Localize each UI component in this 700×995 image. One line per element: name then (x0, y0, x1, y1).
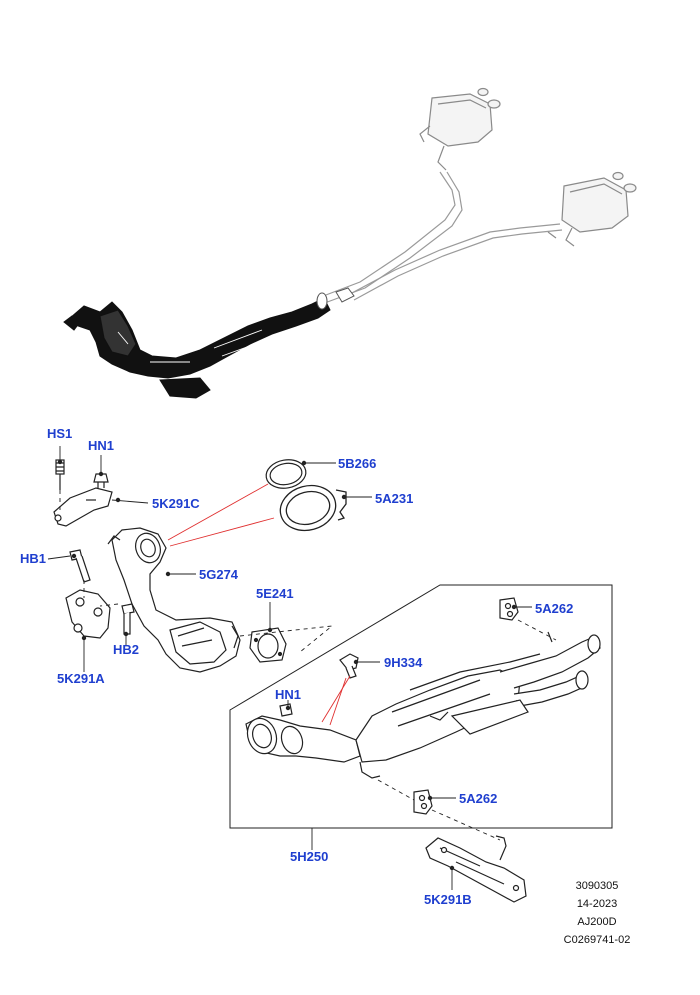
isolator-5a262-bottom (413, 789, 433, 815)
gasket-5e241 (249, 627, 287, 663)
front-section-detail (117, 329, 273, 363)
callout-5e241[interactable]: 5E241 (256, 586, 294, 601)
callout-5k291a[interactable]: 5K291A (57, 671, 105, 686)
rear-pipes-ghost (317, 171, 563, 305)
exhaust-system-overview (63, 87, 637, 399)
leader-dots (57, 459, 517, 871)
callout-hb2[interactable]: HB2 (113, 642, 140, 657)
callout-hs1[interactable]: HS1 (47, 426, 73, 441)
reference-line-3: AJ200D (577, 916, 617, 928)
rear-silencer-left (419, 87, 501, 171)
callout-5g274[interactable]: 5G274 (199, 567, 239, 582)
callout-5k291b[interactable]: 5K291B (424, 892, 472, 907)
callout-5a262-bottom[interactable]: 5A262 (459, 791, 498, 806)
clamp-5a231 (279, 484, 347, 532)
main-pipe-5h250 (245, 631, 601, 779)
nut-hn1-mid (279, 703, 293, 717)
reference-line-1: 3090305 (575, 880, 619, 892)
callout-5k291c[interactable]: 5K291C (152, 496, 200, 511)
rear-silencer-right (547, 171, 637, 247)
callout-9h334[interactable]: 9H334 (384, 655, 423, 670)
reference-line-2: 14-2023 (576, 898, 618, 910)
dashed-guides (59, 490, 557, 841)
bracket-5k291c (53, 487, 113, 527)
callout-5h250[interactable]: 5H250 (290, 849, 329, 864)
callout-5a262-top[interactable]: 5A262 (535, 601, 574, 616)
front-flange-joint (316, 287, 355, 310)
bolt-hb2 (121, 603, 135, 635)
callout-hb1[interactable]: HB1 (20, 551, 47, 566)
bracket-5k291b (425, 835, 527, 903)
callout-5b266[interactable]: 5B266 (338, 456, 377, 471)
clip-9h334 (339, 653, 359, 679)
bracket-5k291a (65, 589, 111, 639)
front-section-highlight (63, 297, 331, 399)
callout-hn1-mid[interactable]: HN1 (275, 687, 302, 702)
gasket-5b266 (265, 459, 307, 489)
isolator-5a262-top (499, 597, 519, 621)
stud-hs1 (55, 459, 65, 490)
red-indicator-lines (167, 483, 351, 726)
reference-line-4: C0269741-02 (563, 934, 631, 946)
downpipe-catalyst-5g274 (107, 527, 241, 673)
assembly-box (229, 584, 613, 829)
callout-5a231[interactable]: 5A231 (375, 491, 414, 506)
callout-hn1-top[interactable]: HN1 (88, 438, 115, 453)
